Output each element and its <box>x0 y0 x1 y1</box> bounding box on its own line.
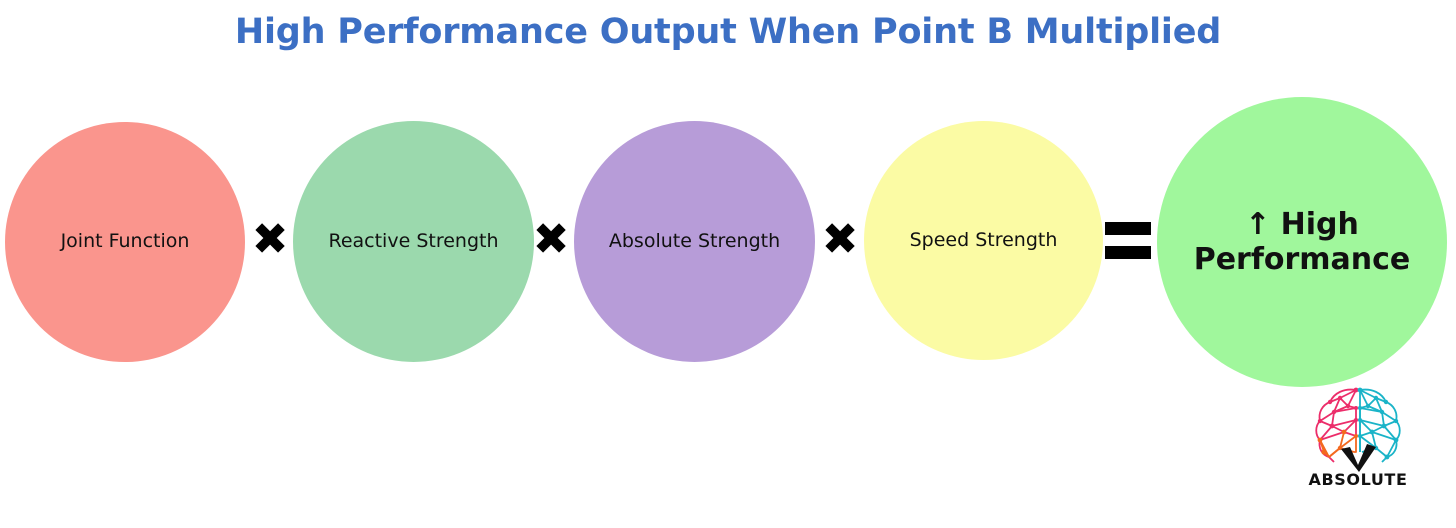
circle-label-high-performance: ↑ High Performance <box>1193 206 1411 277</box>
logo-wordmark: ABSOLUTE <box>1308 470 1408 489</box>
equals-sign <box>1105 216 1151 264</box>
equation-row: Joint Function ✖ Reactive Strength ✖ Abs… <box>0 90 1456 390</box>
equals-bar-bottom <box>1105 245 1151 259</box>
multiplication-sign-3: ✖ <box>821 214 859 265</box>
multiplication-sign-1: ✖ <box>251 214 289 265</box>
circle-absolute-strength[interactable]: Absolute Strength <box>574 121 815 362</box>
circle-high-performance[interactable]: ↑ High Performance <box>1157 97 1447 387</box>
multiplication-sign-2: ✖ <box>532 214 570 265</box>
circle-reactive-strength[interactable]: Reactive Strength <box>293 121 534 362</box>
circle-speed-strength[interactable]: Speed Strength <box>864 121 1103 360</box>
circle-label-reactive-strength: Reactive Strength <box>328 229 499 252</box>
brain-network-icon <box>1315 387 1401 472</box>
brand-logo[interactable]: ABSOLUTE <box>1300 386 1416 498</box>
circle-label-joint-function: Joint Function <box>60 230 190 253</box>
circle-joint-function[interactable]: Joint Function <box>5 122 245 362</box>
page-title: High Performance Output When Point B Mul… <box>234 12 1222 52</box>
circle-label-speed-strength: Speed Strength <box>909 228 1058 251</box>
circle-label-absolute-strength: Absolute Strength <box>608 229 781 252</box>
equals-bar-top <box>1105 221 1151 235</box>
